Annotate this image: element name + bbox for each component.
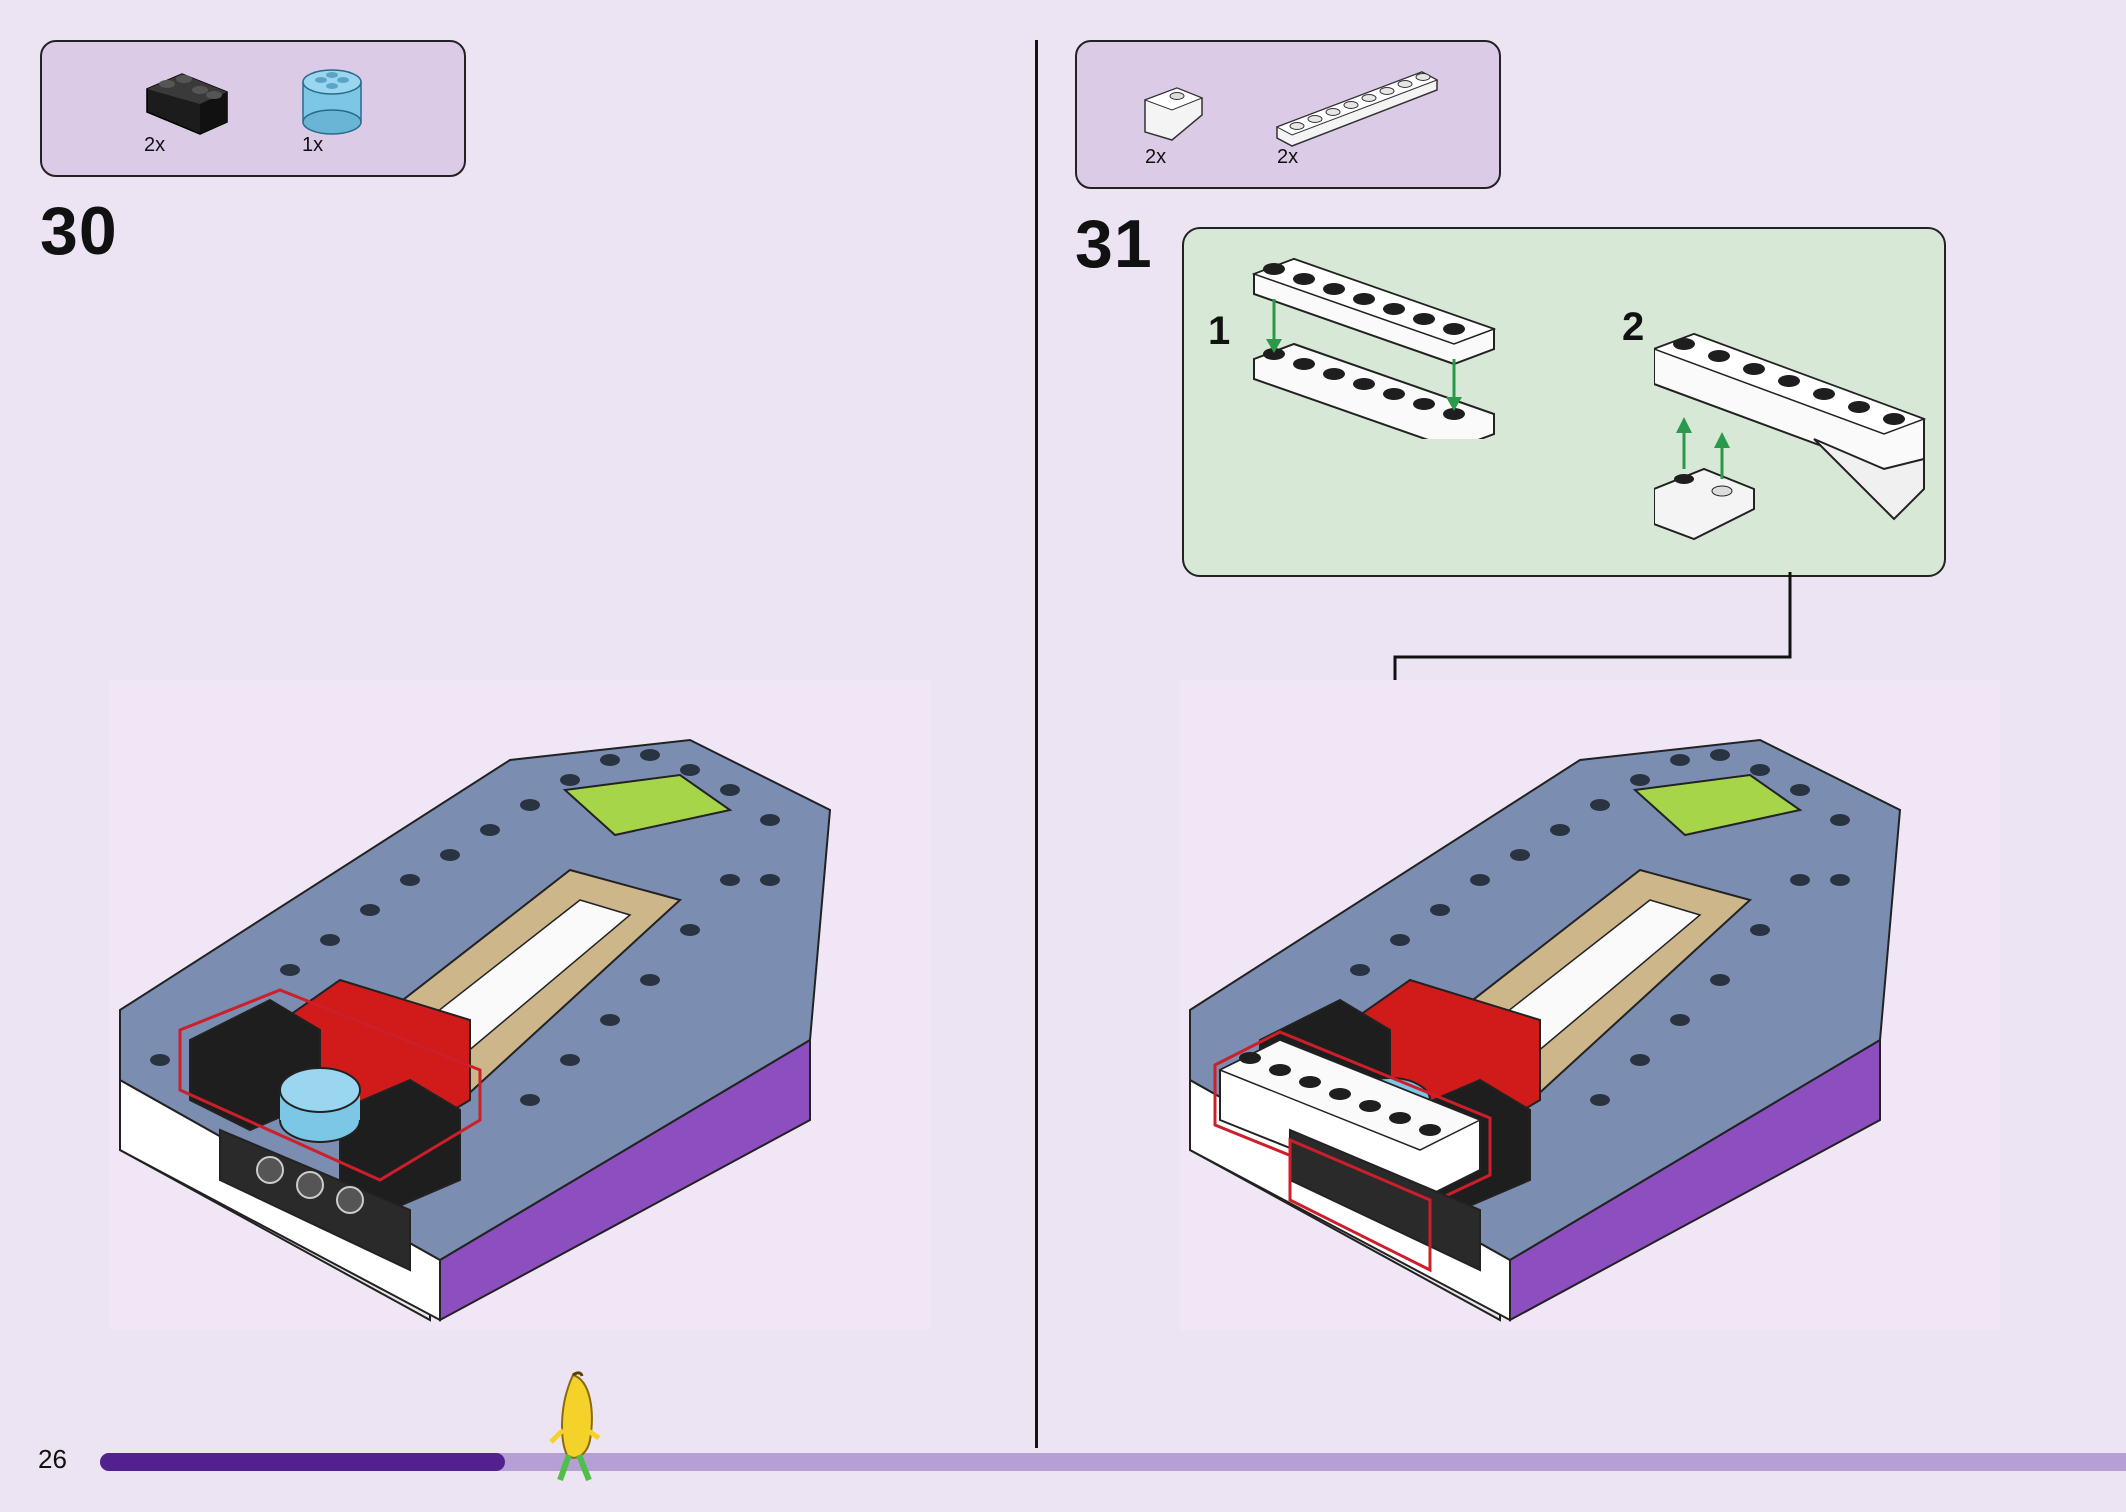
part-qty: 2x (1277, 146, 1299, 168)
model-illustration-step-31 (1180, 680, 2000, 1330)
step-number: 30 (40, 193, 118, 269)
substep-number: 2 (1622, 305, 1645, 349)
substep-number: 1 (1208, 309, 1231, 353)
white-plate-1x8-icon (1275, 71, 1439, 147)
part-qty: 2x (144, 134, 166, 156)
progress-bar (100, 1453, 2126, 1471)
white-slope-brick-icon (1143, 87, 1204, 141)
substep-1-illustration (1251, 257, 1497, 439)
model-illustration-step-30 (110, 680, 930, 1330)
banana-mascot-icon (549, 1371, 601, 1482)
progress-bar-fill (100, 1453, 505, 1471)
part-qty: 2x (1145, 146, 1167, 168)
black-corner-brick-icon (146, 73, 228, 135)
parts-box-step-30: 2x 1x (40, 40, 466, 177)
substep-box: 1 2 (1182, 227, 1946, 577)
substep-2-illustration (1654, 332, 1927, 541)
step-number: 31 (1075, 206, 1153, 282)
page-divider (1035, 40, 1038, 1448)
light-blue-round-brick-icon (302, 69, 362, 135)
part-qty: 1x (302, 134, 324, 156)
parts-box-step-31: 2x 2x (1075, 40, 1501, 189)
page-number: 26 (38, 1444, 67, 1474)
